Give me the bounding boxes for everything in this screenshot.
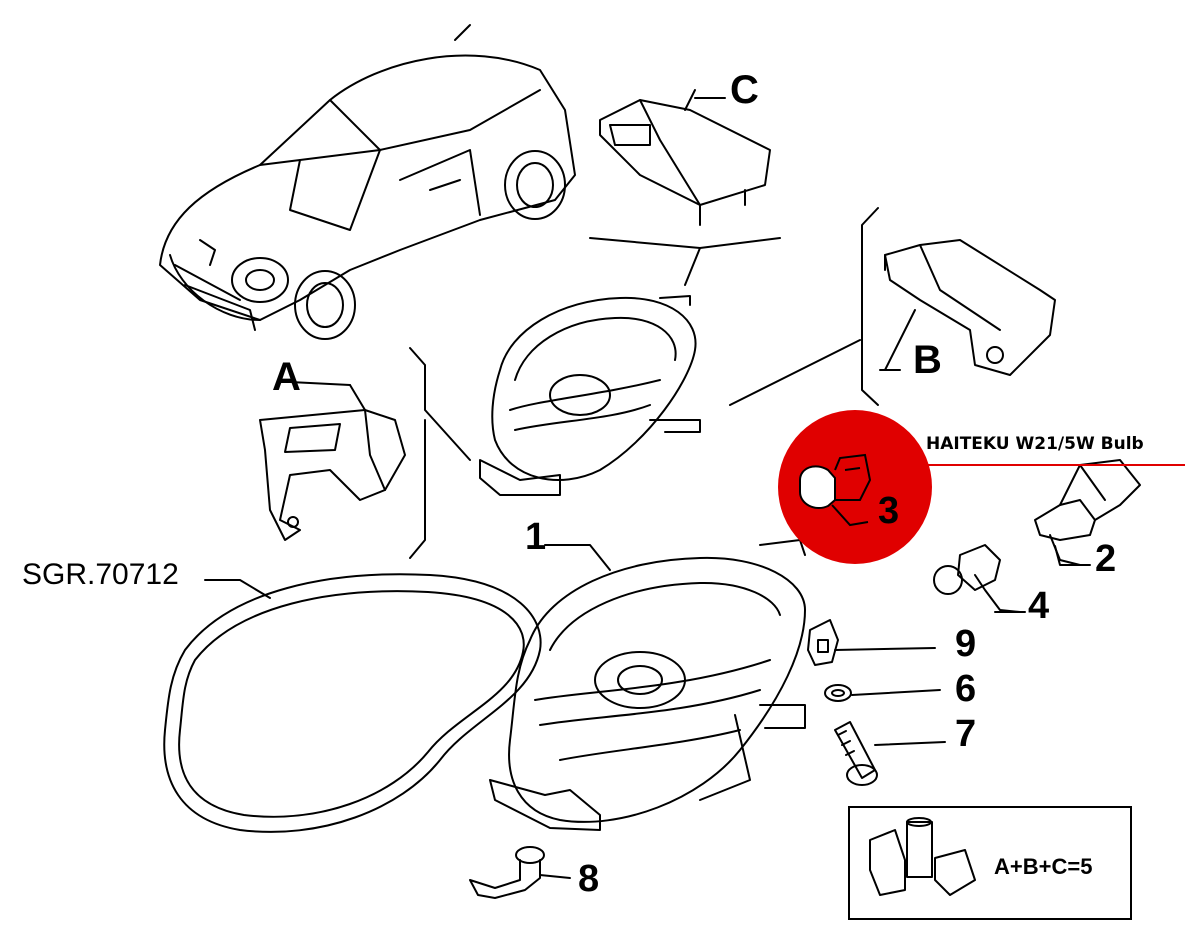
part-label-2: 2	[1095, 538, 1117, 580]
part-label-9: 9	[955, 623, 977, 665]
bracket-a	[259, 384, 406, 541]
headlamp-main	[489, 539, 806, 831]
assembly-label-a: A	[272, 355, 301, 399]
kit-parts-icon	[869, 817, 976, 896]
kit-note: A+B+C=5	[994, 854, 1093, 879]
part-6-washer	[824, 684, 852, 702]
highlight-part-3	[778, 410, 932, 564]
part-label-6: 6	[955, 668, 977, 710]
part-label-8: 8	[578, 858, 600, 900]
part-8-rivet	[469, 846, 545, 899]
bulb-4	[933, 544, 1021, 613]
bracket-c	[599, 89, 771, 226]
part-9-clip	[807, 619, 839, 666]
bulb-2	[1034, 459, 1141, 566]
bulb-callout-label: HAITEKU W21/5W Bulb	[926, 434, 1144, 454]
reference-code: SGR.70712	[22, 558, 179, 591]
part-label-4: 4	[1028, 585, 1050, 627]
part-7-screw	[834, 721, 878, 786]
part-label-7: 7	[955, 713, 977, 755]
part-label-3: 3	[878, 490, 900, 532]
gasket-seal	[163, 573, 542, 833]
part-label-1: 1	[525, 516, 547, 558]
car-illustration	[159, 24, 576, 340]
headlamp-upper	[479, 295, 701, 496]
kit-box: A+B+C=5	[848, 806, 1132, 920]
assembly-label-b: B	[913, 338, 942, 382]
bracket-b	[884, 239, 1056, 376]
assembly-label-c: C	[730, 68, 759, 112]
